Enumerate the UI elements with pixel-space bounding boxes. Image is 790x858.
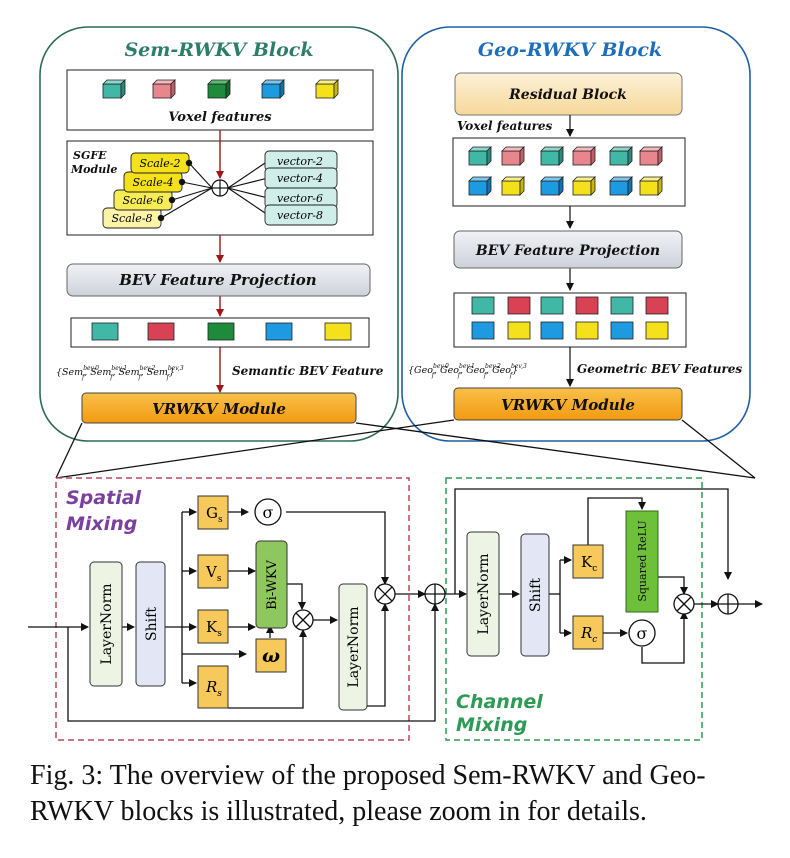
biwkv-box: Bi-WKV (255, 540, 288, 629)
spatial-mixing-label-2: Mixing (66, 513, 137, 535)
sem-bev-feature-label: Semantic BEV Feature (232, 364, 384, 378)
svg-text:ω: ω (262, 645, 280, 667)
vector-label-8: vector-8 (277, 209, 323, 222)
svg-text:Bi-WKV: Bi-WKV (265, 559, 280, 609)
sem-vrwkv-label: VRWKV Module (152, 400, 286, 418)
geo-vrwkv-box (453, 387, 683, 421)
vector-label-2: vector-2 (277, 155, 323, 168)
add-2-icon (717, 593, 739, 615)
svg-text:Rs: Rs (205, 678, 222, 699)
cube-green (207, 79, 231, 99)
sem-voxel-cubes (102, 79, 339, 99)
omega-box: ω (255, 638, 287, 673)
geo-vrwkv-label: VRWKV Module (501, 396, 635, 414)
spatial-layernorm-1: LayerNorm (89, 561, 123, 687)
multiply-2-icon (374, 583, 396, 605)
channel-mixing: Channel Mixing (445, 477, 703, 741)
svg-text:LayerNorm: LayerNorm (476, 553, 492, 634)
vector-box-8 (264, 204, 338, 226)
svg-text:Shift: Shift (144, 607, 160, 641)
sem-vrwkv-box (81, 392, 357, 424)
scale-label-8: Scale-8 (112, 212, 153, 225)
geo-block-title: Geo-RWKV Block (478, 39, 662, 61)
geo-rwkv-block: Geo-RWKV Block Residual Block Voxel feat… (401, 26, 751, 442)
multiply-3-icon (673, 593, 695, 615)
geo-voxel-cubes (468, 146, 663, 196)
sem-bev-projection-box (66, 263, 371, 297)
sgfe-oplus-icon (211, 179, 229, 197)
vector-label-4: vector-4 (277, 172, 323, 185)
gate-g-box: Gs (197, 495, 229, 530)
svg-text:σ: σ (637, 624, 648, 643)
svg-text:Shift: Shift (528, 578, 544, 612)
cube-pink (152, 79, 176, 99)
sgfe-label-line2: Module (70, 163, 117, 176)
spatial-shift: Shift (135, 561, 166, 687)
channel-mixing-label-1: Channel (456, 691, 543, 713)
svg-text:LayerNorm: LayerNorm (99, 583, 115, 664)
sigma-gate-icon: σ (254, 498, 282, 526)
channel-connections (445, 488, 763, 664)
add-1-icon (424, 583, 446, 605)
receptance-r-box: Rs (197, 665, 229, 709)
vector-stack: vector-2 vector-4 vector-6 vector-8 (264, 150, 338, 226)
geo-bev-projection-box (453, 230, 683, 269)
geo-bev-projection-label: BEV Feature Projection (475, 243, 660, 259)
channel-layernorm: LayerNorm (466, 531, 500, 657)
key-k-box: Ks (197, 609, 229, 644)
svg-text:Gs: Gs (206, 504, 223, 525)
zoom-lines (55, 419, 756, 479)
multiply-1-icon (292, 609, 314, 631)
channel-shift: Shift (520, 533, 550, 657)
svg-text:Squared ReLU: Squared ReLU (636, 520, 649, 601)
channel-mixing-label-2: Mixing (456, 714, 527, 736)
sem-voxel-features-label: Voxel features (168, 110, 272, 125)
geo-bev-squares (471, 296, 669, 340)
cube-teal (102, 79, 126, 99)
scale-label-6: Scale-6 (123, 194, 164, 207)
spatial-mixing: Spatial Mixing (55, 477, 410, 741)
squared-relu-box: Squared ReLU (625, 510, 659, 613)
scale-label-4: Scale-4 (133, 176, 174, 189)
svg-text:Vs: Vs (205, 563, 222, 584)
channel-receptance-r-box: Rc (572, 615, 604, 650)
geo-voxel-features-label: Voxel features (457, 119, 553, 133)
channel-sigma-icon: σ (628, 619, 656, 647)
vector-label-6: vector-6 (277, 192, 323, 205)
residual-block-label: Residual Block (508, 87, 627, 103)
svg-text:Ks: Ks (206, 618, 222, 639)
sem-block-title: Sem-RWKV Block (124, 39, 313, 61)
sem-bev-squares (91, 322, 352, 341)
svg-text:LayerNorm: LayerNorm (346, 606, 362, 687)
residual-block-box (454, 72, 683, 116)
sem-rwkv-block: Sem-RWKV Block (39, 26, 399, 442)
spatial-connections (28, 508, 439, 722)
cube-yellow (315, 79, 339, 99)
svg-text:σ: σ (263, 503, 274, 522)
svg-text:Rc: Rc (580, 624, 597, 645)
spatial-layernorm-2: LayerNorm (338, 583, 368, 711)
value-v-box: Vs (197, 554, 229, 589)
sgfe-label-line1: SGFE (73, 149, 107, 162)
figure-caption: Fig. 3: The overview of the proposed Sem… (30, 760, 706, 827)
sem-bev-projection-label: BEV Feature Projection (118, 271, 316, 289)
svg-text:Kc: Kc (581, 553, 597, 574)
scale-label-2: Scale-2 (140, 157, 181, 170)
geo-bev-feature-label: Geometric BEV Features (577, 362, 742, 376)
sgfe-connectors (160, 160, 269, 219)
cube-blue (261, 79, 285, 99)
spatial-mixing-label-1: Spatial (66, 487, 142, 509)
channel-key-k-box: Kc (572, 544, 604, 579)
